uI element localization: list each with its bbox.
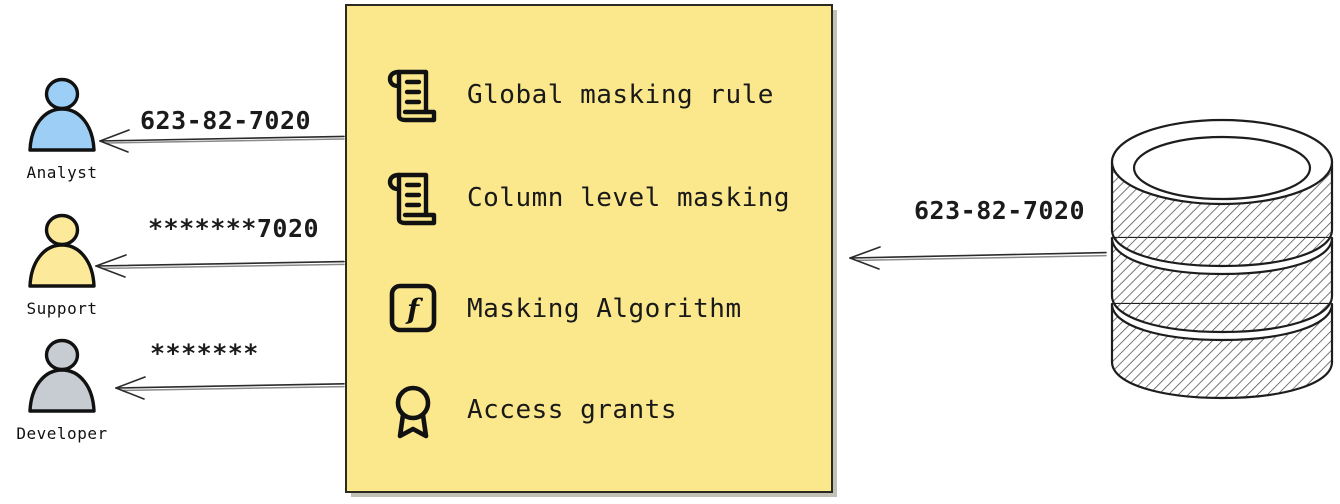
person-icon	[28, 213, 96, 288]
policy-item-access-grants[interactable]: Access grants	[385, 381, 677, 439]
actor-label: Analyst	[26, 163, 98, 182]
arrow-left-icon	[115, 376, 345, 400]
person-icon	[28, 338, 96, 413]
policy-item-column-level-masking[interactable]: Column level masking	[385, 169, 790, 227]
flow-label-database: 623-82-7020	[914, 196, 1086, 225]
policy-item-label: Access grants	[467, 395, 677, 425]
policy-item-label: Masking Algorithm	[467, 294, 742, 324]
policy-item-label: Column level masking	[467, 183, 791, 213]
flow-label-developer: *******	[150, 339, 259, 368]
policy-panel: Global masking rule Column level masking	[345, 4, 833, 493]
scroll-icon	[387, 69, 437, 123]
scroll-icon	[387, 172, 437, 226]
actor-label: Support	[26, 299, 98, 318]
database-cylinder-icon[interactable]	[1104, 112, 1340, 402]
actor-support[interactable]: Support	[2, 212, 122, 318]
arrow-left-icon	[99, 129, 345, 153]
function-icon: f	[389, 283, 437, 333]
policy-list: Global masking rule Column level masking	[347, 6, 831, 491]
policy-item-label: Global masking rule	[467, 80, 774, 110]
actor-developer[interactable]: Developer	[2, 337, 122, 443]
policy-item-masking-algorithm[interactable]: f Masking Algorithm	[385, 280, 742, 338]
flow-label-support: *******7020	[148, 214, 320, 243]
actor-analyst[interactable]: Analyst	[2, 76, 122, 182]
person-icon	[28, 77, 96, 152]
svg-text:f: f	[405, 293, 424, 326]
award-icon	[395, 385, 431, 439]
arrow-left-icon	[95, 254, 345, 278]
flow-label-analyst: 623-82-7020	[140, 106, 312, 135]
policy-item-global-masking-rule[interactable]: Global masking rule	[385, 66, 774, 124]
actor-label: Developer	[16, 424, 108, 443]
arrow-left-icon	[849, 246, 1107, 270]
